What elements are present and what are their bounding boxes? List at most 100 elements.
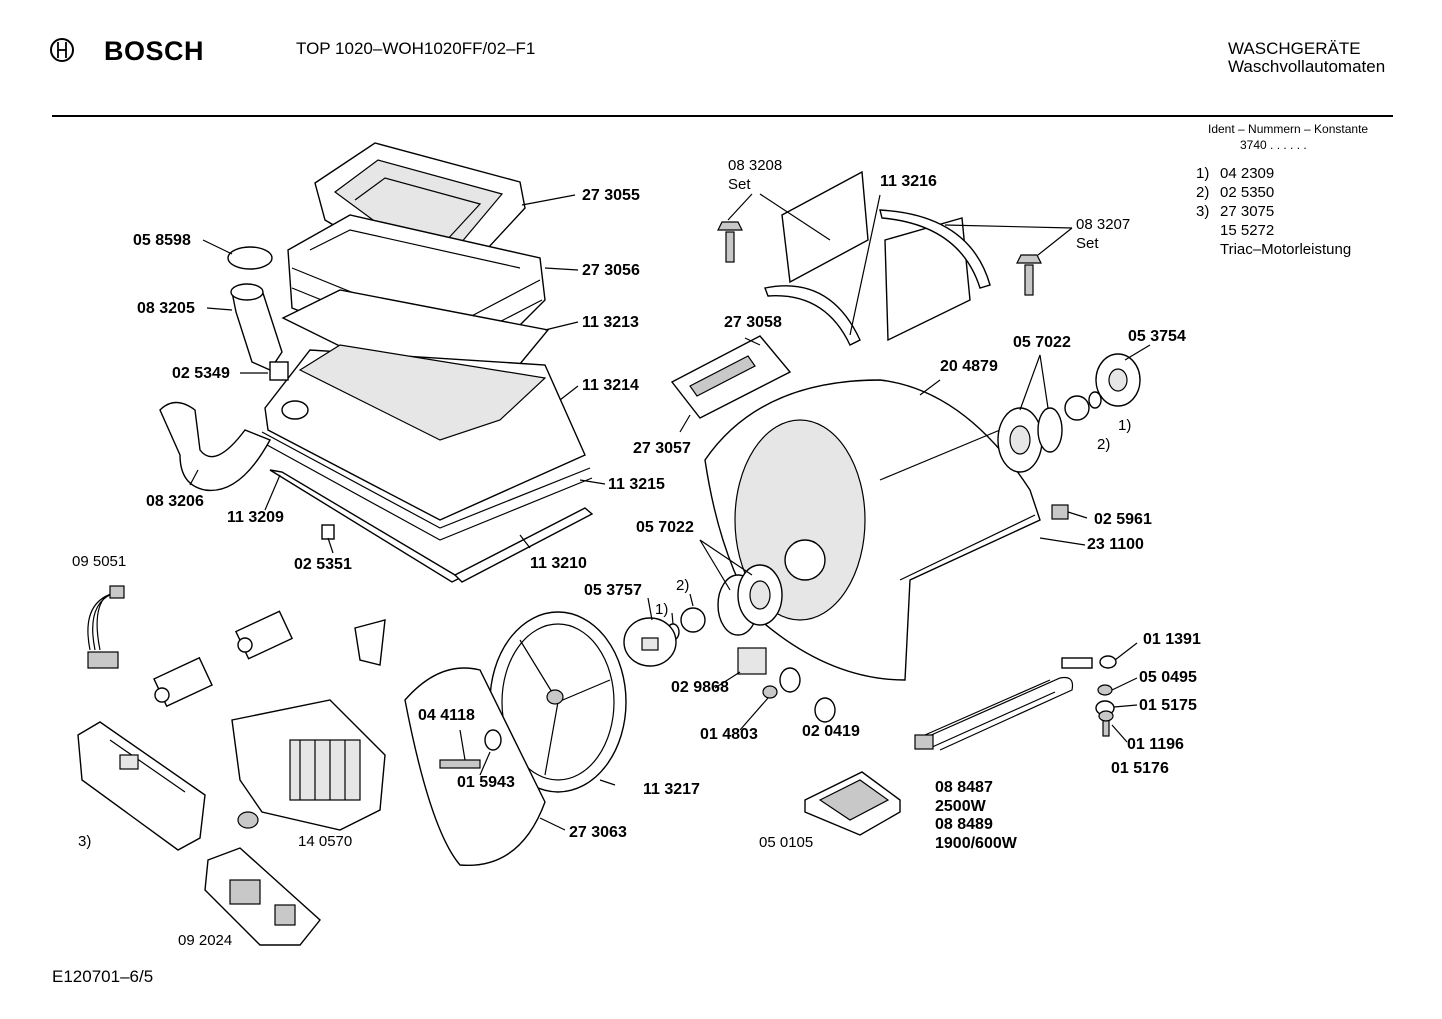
hose-clamp-part (227, 246, 273, 270)
part-label: 05 8598 (133, 232, 191, 249)
part-label: 08 3207 (1076, 216, 1131, 233)
set-label: Set (1076, 235, 1099, 252)
part-label: 01 1196 (1127, 736, 1184, 753)
part-label: 27 3056 (582, 262, 640, 279)
ident-title: Ident – Nummern – Konstante (1208, 122, 1369, 136)
part-label: 14 0570 (298, 833, 353, 850)
part-label: 02 0419 (802, 723, 860, 740)
bracket-part (354, 619, 386, 666)
part-label: 08 8489 (935, 816, 993, 833)
bearing-ring-part (1064, 395, 1090, 421)
note-code: Triac–Motorleistung (1220, 241, 1352, 258)
drum-rib-part (764, 285, 861, 346)
sensor-part (737, 647, 767, 675)
drain-hose-part (159, 401, 271, 492)
part-label: 04 4118 (418, 707, 475, 724)
capacitor-part (153, 656, 213, 708)
drum-cover-left-part (781, 170, 869, 284)
ring-part (814, 697, 836, 723)
washer-part-2 (484, 729, 502, 751)
footnote-ref: 1) (1118, 417, 1132, 434)
note-code: 15 5272 (1220, 222, 1275, 239)
part-label: 27 3058 (724, 314, 782, 331)
model-title: TOP 1020–WOH1020FF/02–F1 (296, 39, 536, 58)
bolt-part (1051, 504, 1069, 520)
motor-part (231, 699, 386, 831)
part-label: 02 9868 (671, 679, 729, 696)
footnote-ref: 1) (655, 601, 669, 618)
gasket-part (261, 431, 591, 529)
tub-top-part (264, 344, 586, 521)
footnote-ref: 2) (676, 577, 690, 594)
document-code: E120701–6/5 (52, 967, 154, 986)
front-bearing-part (680, 607, 706, 633)
part-label: 01 1391 (1143, 631, 1201, 648)
hose-part (231, 289, 283, 371)
part-label: 01 4803 (700, 726, 758, 743)
part-label: 01 5176 (1111, 760, 1169, 777)
screw-part (439, 759, 481, 769)
part-label: 11 3213 (582, 314, 639, 331)
nut-part (1099, 655, 1117, 669)
drum-rib-part-2 (879, 209, 991, 289)
washer-part (779, 667, 801, 693)
part-label: 23 1100 (1087, 536, 1144, 553)
part-label: 02 5349 (172, 365, 230, 382)
part-label: 08 8487 (935, 779, 993, 796)
set-label: Set (728, 176, 751, 193)
note-num: 2) (1196, 184, 1210, 201)
screw-icon-2 (1016, 254, 1042, 296)
heater-bracket-part (1061, 657, 1093, 669)
switch-module-part (204, 847, 321, 946)
part-label: 05 3754 (1128, 328, 1186, 345)
wattage-label: 2500W (935, 798, 986, 815)
part-label: 11 3216 (880, 173, 937, 190)
clip-part (321, 524, 335, 540)
part-label: 05 3757 (584, 582, 642, 599)
screw-icon (717, 221, 743, 263)
filter-part (804, 771, 901, 836)
part-label: 09 2024 (178, 932, 233, 949)
part-label: 27 3057 (633, 440, 691, 457)
part-label: 01 5943 (457, 774, 515, 791)
note-code: 02 5350 (1220, 184, 1275, 201)
category-line1: WASCHGERÄTE (1228, 39, 1361, 58)
note-code: 04 2309 (1220, 165, 1275, 182)
part-label: 05 0495 (1139, 669, 1197, 686)
part-label: 27 3055 (582, 187, 640, 204)
footnote-ref: 3) (78, 833, 92, 850)
part-label: 08 3205 (137, 300, 195, 317)
part-label: 08 3206 (146, 493, 204, 510)
note-code: 27 3075 (1220, 203, 1275, 220)
part-label: 01 5175 (1139, 697, 1197, 714)
note-num: 1) (1196, 165, 1210, 182)
sleeve-part (269, 361, 289, 381)
plug-part (762, 685, 778, 699)
leader-lines (189, 194, 1151, 831)
brand-name: BOSCH (104, 36, 205, 66)
part-label: 05 7022 (636, 519, 694, 536)
part-label: 05 7022 (1013, 334, 1071, 351)
part-label: 11 3217 (643, 781, 700, 798)
leader-line (727, 193, 831, 241)
drum-assembly-part (704, 379, 1041, 681)
wattage-label: 1900/600W (935, 835, 1017, 852)
category-line2: Waschvollautomaten (1228, 57, 1386, 76)
part-label: 11 3214 (582, 377, 639, 394)
part-label: 11 3209 (227, 509, 284, 526)
part-label: 02 5351 (294, 556, 352, 573)
part-label: 09 5051 (72, 553, 127, 570)
part-label: 08 3208 (728, 157, 783, 174)
capacitor-part-2 (234, 610, 294, 660)
part-label: 20 4879 (940, 358, 998, 375)
part-label: 27 3063 (569, 824, 627, 841)
ident-value: 3740 . . . . . . (1240, 138, 1307, 152)
bosch-logo-icon (50, 38, 74, 62)
pulley-wheel-part (489, 611, 627, 793)
heater-element-part (914, 676, 1074, 751)
rail-part-2 (453, 507, 594, 583)
part-label: 05 0105 (759, 834, 814, 851)
footnote-ref: 2) (1097, 436, 1111, 453)
